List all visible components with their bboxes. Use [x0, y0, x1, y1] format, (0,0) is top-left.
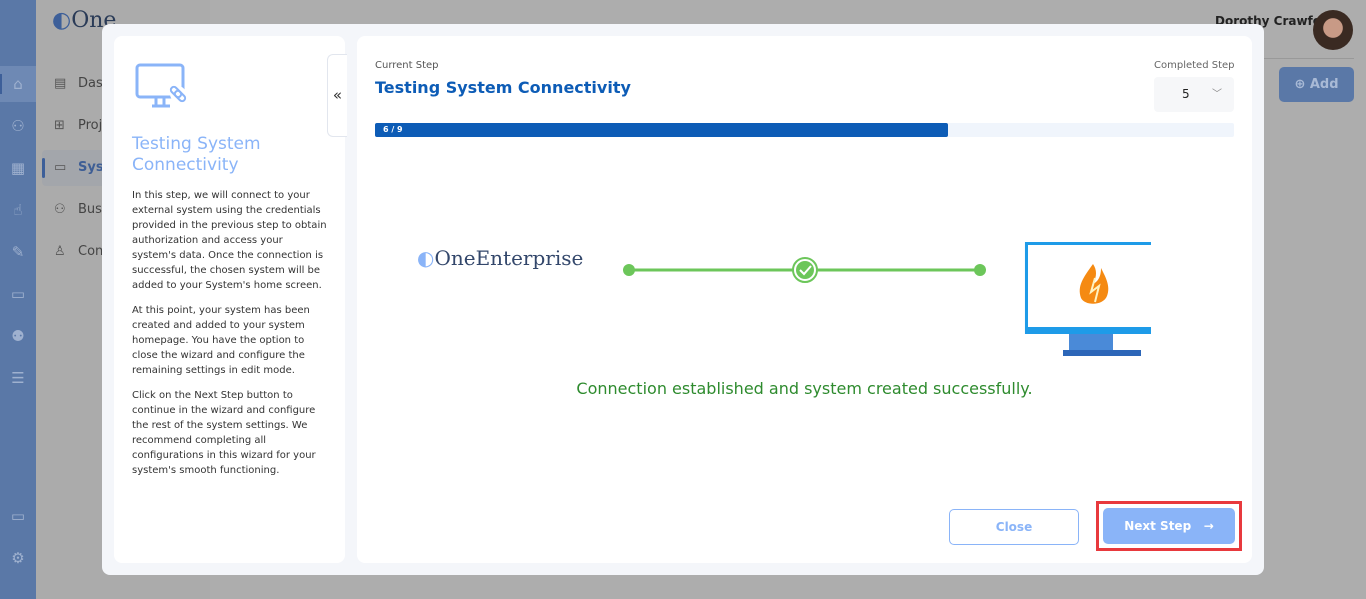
arrow-right-icon: → [1203, 519, 1214, 533]
side-paragraph: Click on the Next Step button to continu… [132, 390, 316, 476]
dashboard-icon: ▤ [54, 76, 67, 91]
external-system-monitor-icon [1024, 242, 1151, 356]
touch-icon[interactable]: ☝ [13, 201, 23, 219]
settings-icon[interactable]: ⚙ [11, 549, 25, 567]
chevrons-left-icon: « [332, 86, 343, 104]
completed-step-label: Completed Step [1154, 60, 1235, 71]
chevron-down-icon: ﹀ [1212, 89, 1222, 100]
collapse-panel-button[interactable]: « [327, 54, 347, 137]
add-button[interactable]: ⊕ Add [1279, 67, 1354, 102]
progress-fill: 6 / 9 [375, 123, 948, 137]
store-icon[interactable]: ▦ [10, 159, 26, 177]
people-icon[interactable]: ⚉ [11, 327, 25, 345]
current-step-title: Testing System Connectivity [375, 78, 631, 97]
header-divider [1200, 58, 1354, 59]
wizard-modal: Testing System Connectivity In this step… [102, 24, 1264, 575]
current-step-label: Current Step [375, 60, 439, 71]
wizard-side-panel: Testing System Connectivity In this step… [114, 36, 345, 563]
oneenterprise-logo: ◐OneEnterprise [417, 246, 584, 270]
connection-line [623, 257, 986, 283]
plus-circle-icon: ⊕ [1294, 77, 1306, 92]
side-paragraph: At this point, your system has been crea… [132, 305, 310, 376]
close-button[interactable]: Close [949, 509, 1079, 545]
next-step-highlight: Next Step → [1096, 501, 1242, 551]
person-icon: ♙ [54, 244, 66, 259]
start-node [623, 264, 635, 276]
server-icon[interactable]: ☰ [11, 369, 25, 387]
people-icon: ⚇ [54, 202, 66, 217]
wizard-main: Current Step Testing System Connectivity… [357, 36, 1252, 563]
home-icon[interactable]: ⌂ [13, 75, 23, 93]
check-circle-icon [796, 261, 814, 279]
hierarchy-icon: ⊞ [54, 118, 65, 133]
rail-active-indicator [0, 66, 36, 102]
side-paragraph: In this step, we will connect to your ex… [132, 190, 327, 291]
success-message: Connection established and system create… [576, 379, 1033, 398]
completed-step-select[interactable]: 5﹀ [1154, 77, 1234, 112]
connection-diagram: ◐OneEnterprise [357, 196, 1252, 356]
users-icon[interactable]: ⚇ [11, 117, 25, 135]
next-step-button[interactable]: Next Step → [1103, 508, 1235, 544]
brush-icon[interactable]: ✎ [11, 243, 25, 261]
monitor-grid-icon[interactable]: ▭ [10, 507, 26, 525]
progress-bar: 6 / 9 [375, 123, 1234, 137]
icon-rail: ⌂ ⚇ ▦ ☝ ✎ ▭ ⚉ ☰ ▭ ⚙ [0, 0, 36, 599]
avatar[interactable] [1313, 10, 1353, 50]
end-node [974, 264, 986, 276]
side-title: Testing System Connectivity [132, 134, 261, 175]
monitor-activity-icon[interactable]: ▭ [10, 285, 26, 303]
system-icon: ▭ [54, 160, 67, 175]
monitor-link-icon [135, 63, 187, 108]
